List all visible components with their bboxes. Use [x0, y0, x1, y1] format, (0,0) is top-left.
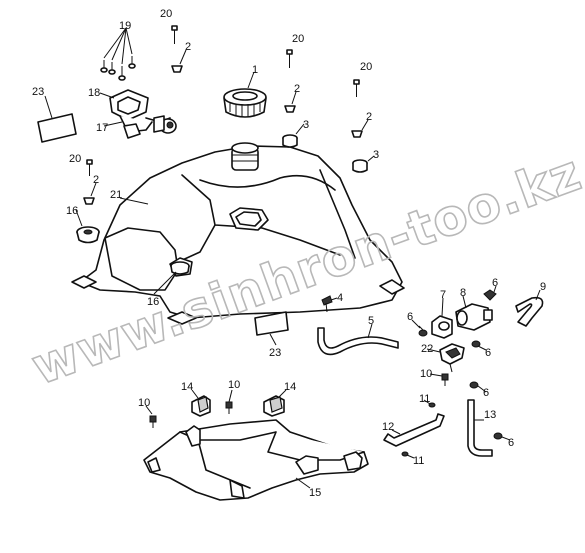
- callout-17: 17: [96, 122, 108, 134]
- callout-23b: 23: [269, 347, 281, 359]
- hose-clamp-b: [483, 289, 497, 301]
- bolt-10-mid: [225, 401, 233, 414]
- callout-14b: 14: [284, 381, 296, 393]
- screw-top-left: [171, 25, 178, 44]
- callout-14a: 14: [181, 381, 193, 393]
- screw-left: [86, 159, 93, 176]
- callout-22: 22: [421, 343, 433, 355]
- fuel-valve: [455, 303, 493, 331]
- callout-1: 1: [252, 64, 258, 76]
- callout-21: 21: [110, 189, 122, 201]
- callout-11a: 11: [419, 393, 430, 405]
- callout-16b: 16: [147, 296, 159, 308]
- callout-3b: 3: [373, 149, 379, 161]
- hose-clamp-c: [471, 340, 481, 348]
- screw-mid: [286, 49, 293, 68]
- callout-6a: 6: [407, 311, 413, 323]
- screw-right: [353, 79, 360, 97]
- washer-grommet-d: [83, 197, 95, 205]
- callout-15: 15: [309, 487, 321, 499]
- fuel-gauge-assembly: [109, 89, 177, 139]
- callout-2a: 2: [185, 41, 191, 53]
- hose-clamp-d: [469, 381, 479, 389]
- clip-11-b: [401, 451, 409, 457]
- callout-20a: 20: [160, 8, 172, 20]
- callout-8: 8: [460, 287, 466, 299]
- callout-13: 13: [484, 409, 496, 421]
- callout-3a: 3: [303, 119, 309, 131]
- washer-grommet-b: [284, 105, 296, 113]
- callout-19: 19: [119, 20, 131, 32]
- callout-labels: 1 2 2 2 2 3 3 4 5 6 6 6 6 6 7 8 9 10 10 …: [32, 8, 546, 499]
- bushing-a: [282, 134, 298, 148]
- callout-20c: 20: [360, 61, 372, 73]
- damper-left: [191, 395, 211, 417]
- callout-18: 18: [88, 87, 100, 99]
- callout-23a: 23: [32, 86, 44, 98]
- fuel-filter: [431, 315, 453, 339]
- rubber-mount-left: [76, 226, 100, 244]
- callout-20b: 20: [292, 33, 304, 45]
- callout-10a: 10: [420, 368, 432, 380]
- damper-right: [263, 395, 285, 417]
- callout-20d: 20: [69, 153, 81, 165]
- callout-2d: 2: [93, 174, 99, 186]
- callout-10c: 10: [138, 397, 150, 409]
- bolt-small: [321, 295, 333, 313]
- callout-12: 12: [382, 421, 394, 433]
- leader-lines: [44, 27, 541, 489]
- bracket: [439, 343, 465, 373]
- callout-7: 7: [440, 289, 446, 301]
- callout-16a: 16: [66, 205, 78, 217]
- fuel-tank: [71, 145, 405, 325]
- callout-5: 5: [368, 315, 374, 327]
- callout-9: 9: [540, 281, 546, 293]
- filler-neck: [231, 142, 259, 171]
- callout-6e: 6: [508, 437, 514, 449]
- callout-4: 4: [337, 292, 343, 304]
- callout-6c: 6: [485, 347, 491, 359]
- bushing-b: [352, 159, 368, 173]
- breather-hose: [383, 413, 445, 447]
- washer-grommet-c: [351, 130, 363, 138]
- callout-11b: 11: [413, 455, 424, 467]
- hose-clamp-e: [493, 432, 503, 440]
- hose-elbow: [515, 296, 544, 327]
- gauge-screws: [100, 56, 136, 81]
- callout-6d: 6: [483, 387, 489, 399]
- tank-support-bracket: [143, 419, 369, 501]
- clip-11-a: [428, 402, 436, 408]
- washer-grommet-a: [171, 65, 183, 73]
- callout-2c: 2: [366, 111, 372, 123]
- bolt-10-right: [441, 373, 449, 386]
- rubber-mount-center: [170, 261, 190, 275]
- bolt-10-left: [149, 415, 157, 428]
- decal-label-center: [254, 311, 289, 336]
- decal-label-left: [37, 113, 77, 143]
- overflow-tube: [467, 399, 493, 457]
- fuel-cap: [223, 88, 267, 118]
- hose-clamp-a: [418, 325, 428, 337]
- callout-10b: 10: [228, 379, 240, 391]
- fuel-hose: [317, 327, 399, 356]
- callout-6b: 6: [492, 277, 498, 289]
- callout-2b: 2: [294, 83, 300, 95]
